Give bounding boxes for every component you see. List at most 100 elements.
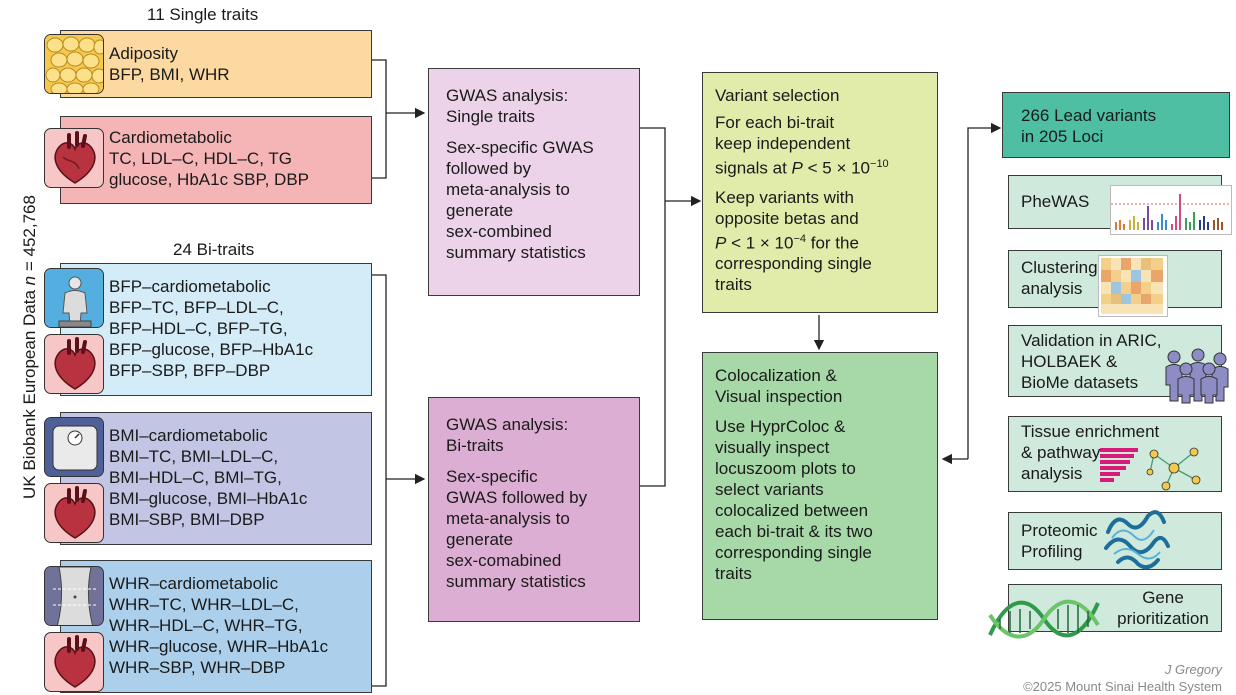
colocalization-body: each bi-trait & its two: [715, 522, 873, 541]
gwas-bi-body: summary statistics: [446, 572, 586, 591]
validation-label: HOLBAEK &: [1021, 352, 1118, 371]
proteomic-label: Profiling: [1021, 542, 1083, 561]
validation-label: BioMe datasets: [1021, 373, 1139, 392]
gwas-single-body: Sex-specific GWAS: [446, 138, 594, 157]
bfp-box: BFP–cardiometabolic BFP–TC, BFP–LDL–C, B…: [60, 263, 372, 396]
cardiometabolic-box: Cardiometabolic TC, LDL–C, HDL–C, TG glu…: [60, 116, 372, 204]
gwas-single-body: meta-analysis to: [446, 180, 570, 199]
colocalization-body: locuszoom plots to: [715, 459, 856, 478]
tissue-label: Tissue enrichment: [1021, 422, 1160, 441]
whr-line: WHR–SBP, WHR–DBP: [109, 658, 286, 677]
dna-helix-icon: [988, 585, 1100, 653]
bmi-line: BMI–glucose, BMI–HbA1c: [109, 489, 308, 508]
clustering-label: Clustering: [1021, 258, 1098, 277]
gwas-bi-title: GWAS analysis:: [446, 415, 569, 434]
variant-selection-text: For each bi-trait: [715, 113, 835, 132]
gwas-single-title: Single traits: [446, 107, 535, 126]
variant-selection-text: traits: [715, 275, 752, 295]
bmi-line: BMI–SBP, BMI–DBP: [109, 510, 265, 529]
manhattan-plot-icon: [1110, 185, 1232, 235]
gwas-bi-box: GWAS analysis: Bi-traits Sex-specific GW…: [428, 397, 640, 622]
variant-selection-text: corresponding single: [715, 254, 872, 274]
variant-selection-threshold-2: P < 1 × 10−4 for the: [715, 232, 859, 253]
variant-selection-threshold-1: signals at P < 5 × 10−10: [715, 158, 889, 178]
adiposity-items: BFP, BMI, WHR: [109, 65, 230, 84]
adiposity-title: Adiposity: [109, 44, 178, 63]
colocalization-body: corresponding single: [715, 543, 872, 562]
variant-selection-text: opposite betas and: [715, 208, 859, 228]
bar-chart-icon: [1098, 446, 1140, 486]
clustering-label: analysis: [1021, 279, 1083, 298]
heatmap-icon: [1098, 255, 1168, 317]
colocalization-body: visually inspect: [715, 438, 830, 457]
bmi-line: BMI–cardiometabolic: [109, 426, 268, 445]
lead-variants-box: 266 Lead variants in 205 Loci: [1002, 92, 1230, 158]
gwas-single-body: generate: [446, 201, 514, 220]
variant-selection-text: keep independent: [715, 134, 851, 153]
tissue-label: & pathway: [1021, 443, 1101, 462]
bfp-line: BFP–HDL–C, BFP–TG,: [109, 319, 288, 338]
colocalization-body: select variants: [715, 480, 824, 499]
bmi-line: BMI–HDL–C, BMI–TG,: [109, 468, 282, 487]
gwas-bi-body: sex-comabined: [446, 551, 562, 570]
whr-line: WHR–TC, WHR–LDL–C,: [109, 595, 299, 614]
gwas-single-box: GWAS analysis: Single traits Sex-specifi…: [428, 68, 640, 296]
heart-icon: [44, 632, 104, 692]
whr-line: WHR–cardiometabolic: [109, 574, 279, 593]
bmi-box: BMI–cardiometabolic BMI–TC, BMI–LDL–C, B…: [60, 412, 372, 545]
credit-copyright: ©2025 Mount Sinai Health System: [1023, 679, 1222, 694]
lead-variants-line: in 205 Loci: [1021, 127, 1104, 146]
heart-icon: [44, 334, 104, 394]
side-label: UK Biobank European Data n = 452,768: [20, 195, 39, 499]
bmi-line: BMI–TC, BMI–LDL–C,: [109, 447, 279, 466]
variant-selection-text: Keep variants with: [715, 187, 854, 207]
heart-icon: [44, 128, 104, 188]
scale-icon: [44, 417, 104, 477]
gwas-bi-body: GWAS followed by: [446, 488, 588, 507]
colocalization-title: Visual inspection: [715, 387, 843, 406]
tissue-label: analysis: [1021, 464, 1083, 483]
gwas-bi-body: generate: [446, 530, 514, 549]
whr-box: WHR–cardiometabolic WHR–TC, WHR–LDL–C, W…: [60, 560, 372, 693]
gwas-bi-body: Sex-specific: [446, 467, 538, 486]
waist-icon: [44, 566, 104, 626]
single-traits-heading: 11 Single traits: [147, 5, 259, 24]
fat-tissue-icon: [44, 34, 104, 94]
credit-author: J Gregory: [1164, 662, 1222, 677]
whr-line: WHR–glucose, WHR–HbA1c: [109, 637, 329, 656]
bi-traits-heading: 24 Bi-traits: [173, 240, 255, 259]
gwas-single-body: sex-combined: [446, 222, 552, 241]
whr-line: WHR–HDL–C, WHR–TG,: [109, 616, 303, 635]
gene-prioritization-box: Gene prioritization: [1008, 584, 1222, 632]
gene-label: prioritization: [1117, 609, 1209, 628]
validation-label: Validation in ARIC,: [1021, 331, 1162, 350]
adiposity-box: Adiposity BFP, BMI, WHR: [60, 30, 372, 98]
gene-label: Gene: [1142, 588, 1184, 607]
gwas-single-body: summary statistics: [446, 243, 586, 262]
cardiometabolic-title: Cardiometabolic: [109, 128, 232, 147]
bfp-line: BFP–SBP, BFP–DBP: [109, 361, 271, 380]
proteomic-label: Proteomic: [1021, 521, 1098, 540]
bfp-line: BFP–TC, BFP–LDL–C,: [109, 298, 284, 317]
colocalization-body: Use HyprColoc &: [715, 417, 846, 436]
protein-structure-icon: [1098, 502, 1172, 574]
gwas-bi-body: meta-analysis to: [446, 509, 570, 528]
colocalization-body: traits: [715, 564, 752, 583]
network-icon: [1146, 446, 1204, 492]
lead-variants-line: 266 Lead variants: [1021, 106, 1157, 125]
colocalization-title: Colocalization &: [715, 366, 837, 385]
variant-selection-box: Variant selection For each bi-trait keep…: [702, 72, 938, 313]
colocalization-body: colocalized between: [715, 501, 869, 520]
gwas-bi-title: Bi-traits: [446, 436, 504, 455]
gwas-single-title: GWAS analysis:: [446, 86, 569, 105]
heart-icon: [44, 483, 104, 543]
bfp-line: BFP–cardiometabolic: [109, 277, 271, 296]
bfp-line: BFP–glucose, BFP–HbA1c: [109, 340, 314, 359]
gwas-single-body: followed by: [446, 159, 532, 178]
people-group-icon: [1162, 345, 1234, 405]
phewas-label: PheWAS: [1021, 192, 1090, 211]
colocalization-box: Colocalization & Visual inspection Use H…: [702, 352, 938, 620]
cardiometabolic-line2: glucose, HbA1c SBP, DBP: [109, 170, 310, 189]
body-scan-icon: [44, 268, 104, 328]
